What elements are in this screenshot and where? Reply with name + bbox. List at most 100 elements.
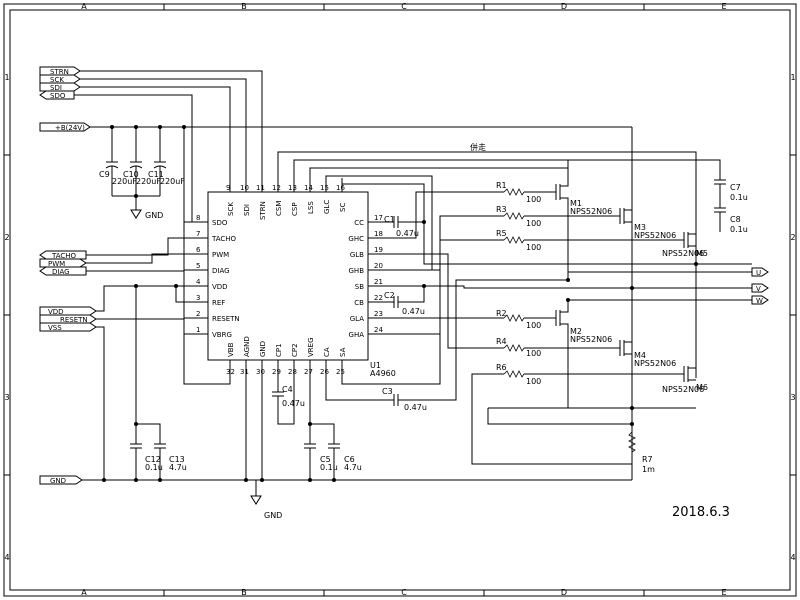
svg-text:4: 4 (196, 278, 201, 286)
r3-value: 100 (526, 219, 541, 228)
port-sdo[interactable]: SDO (39, 90, 75, 100)
svg-text:NPS52N06: NPS52N06 (662, 385, 704, 394)
svg-text:9: 9 (226, 184, 230, 192)
svg-text:W: W (756, 297, 763, 305)
port-w[interactable]: W (751, 295, 769, 305)
port-vdd[interactable]: VDD (39, 306, 97, 316)
svg-text:20: 20 (374, 262, 383, 270)
c11-ref: C11 (148, 170, 164, 179)
svg-text:VBB: VBB (227, 342, 235, 357)
svg-text:31: 31 (240, 368, 249, 376)
svg-text:VDD: VDD (212, 283, 228, 291)
bulk-capacitors: C9 220uF C10 220uF C11 220uF GND (99, 127, 185, 220)
svg-text:DIAG: DIAG (52, 268, 70, 276)
svg-text:STRN: STRN (259, 201, 267, 220)
port-resetn[interactable]: RESETN (39, 314, 97, 324)
ic-a4960[interactable]: U1 A4960 (207, 191, 396, 378)
port-pwm[interactable]: PWM (39, 258, 87, 268)
row-label-left: 4 (4, 553, 9, 562)
port-diag[interactable]: DIAG (39, 266, 87, 276)
svg-text:26: 26 (320, 368, 329, 376)
vreg-capacitors: C5 0.1u C6 4.7u (304, 380, 362, 480)
svg-text:8: 8 (196, 214, 200, 222)
port-strn[interactable]: STRN (39, 66, 81, 76)
svg-text:CC: CC (354, 219, 364, 227)
c2-capacitor: C2 0.47u (384, 284, 426, 316)
c5-ref: C5 (320, 455, 331, 464)
port-sdi[interactable]: SDI (39, 82, 81, 92)
col-label-top: C (401, 2, 407, 11)
svg-text:SDO: SDO (212, 219, 228, 227)
row-label-right: 4 (790, 553, 795, 562)
svg-text:VDD: VDD (48, 308, 64, 316)
c6-value: 4.7u (344, 463, 362, 472)
ic-ref: U1 (370, 361, 381, 370)
mosfet-m2[interactable]: M2 NPS52N06 (555, 300, 612, 408)
c11-value: 220uF (160, 177, 185, 186)
port-gnd[interactable]: GND (39, 475, 83, 485)
svg-text:M6: M6 (696, 383, 708, 392)
mosfet-m5[interactable]: M5 NPS52N06 (662, 232, 708, 258)
drawing-date: 2018.6.3 (672, 505, 730, 520)
svg-text:LSS: LSS (307, 201, 315, 214)
c3-ref: C3 (382, 387, 393, 396)
svg-text:SC: SC (339, 203, 347, 212)
ic-bottom-pins: 32 31 30 29 28 27 26 25 VBB AGND GND CP1… (226, 336, 347, 380)
row-label-right: 2 (790, 233, 795, 242)
row-labels: 1 2 3 4 1 2 3 4 (4, 73, 795, 562)
svg-text:1: 1 (196, 326, 200, 334)
gnd-label: GND (264, 511, 282, 520)
r1-ref: R1 (496, 181, 507, 190)
svg-text:PWM: PWM (48, 260, 65, 268)
port-vss[interactable]: VSS (39, 322, 97, 332)
c2-value: 0.47u (402, 307, 425, 316)
svg-text:17: 17 (374, 214, 383, 222)
col-label-top: A (81, 2, 87, 11)
c8-ref: C8 (730, 215, 741, 224)
mosfet-m6[interactable]: M6 NPS52N06 (662, 366, 708, 394)
r6-ref: R6 (496, 363, 507, 372)
svg-text:STRN: STRN (50, 68, 69, 76)
svg-text:DIAG: DIAG (212, 267, 230, 275)
svg-text:GND: GND (50, 477, 66, 485)
c1-value: 0.47u (396, 229, 419, 238)
svg-text:CP2: CP2 (291, 343, 299, 357)
row-label-left: 2 (4, 233, 9, 242)
ic-top-pins: 9 10 11 12 13 14 15 16 SCK SDI STRN CSM … (226, 178, 347, 220)
shunt-resistor: R7 1m (628, 431, 655, 474)
c4-ref: C4 (282, 385, 293, 394)
svg-text:21: 21 (374, 278, 383, 286)
r2-ref: R2 (496, 309, 507, 318)
svg-text:CB: CB (354, 299, 364, 307)
svg-text:14: 14 (304, 184, 313, 192)
svg-text:CSP: CSP (291, 202, 299, 216)
svg-text:29: 29 (272, 368, 281, 376)
c12-ref: C12 (145, 455, 161, 464)
parallel-note: 併走 (470, 142, 486, 152)
r7-value: 1m (642, 465, 655, 474)
svg-text:10: 10 (240, 184, 249, 192)
svg-text:NPS52N06: NPS52N06 (634, 231, 676, 240)
svg-text:CSM: CSM (275, 201, 283, 216)
svg-text:NPS52N06: NPS52N06 (662, 249, 704, 258)
r7-ref: R7 (642, 455, 653, 464)
col-label-top: D (561, 2, 567, 11)
port-supply[interactable]: +B(24V) (39, 122, 91, 132)
svg-text:PWM: PWM (212, 251, 229, 259)
port-u[interactable]: U (568, 267, 769, 277)
mosfet-m4[interactable]: M4 NPS52N06 (619, 340, 676, 368)
port-sck[interactable]: SCK (39, 74, 81, 84)
c2-ref: C2 (384, 291, 395, 300)
port-v[interactable]: V (751, 283, 769, 293)
r4-value: 100 (526, 349, 541, 358)
mosfet-m1[interactable]: M1 NPS52N06 (555, 168, 612, 280)
r6-value: 100 (526, 377, 541, 386)
mosfet-m3[interactable]: M3 NPS52N06 (619, 208, 676, 240)
svg-text:VREG: VREG (307, 338, 315, 358)
c10-ref: C10 (123, 170, 139, 179)
svg-text:REF: REF (212, 299, 225, 307)
svg-text:GHB: GHB (349, 267, 365, 275)
c3-capacitor: C3 0.47u (325, 334, 457, 412)
svg-text:23: 23 (374, 310, 383, 318)
mid-port-wires (86, 237, 184, 272)
